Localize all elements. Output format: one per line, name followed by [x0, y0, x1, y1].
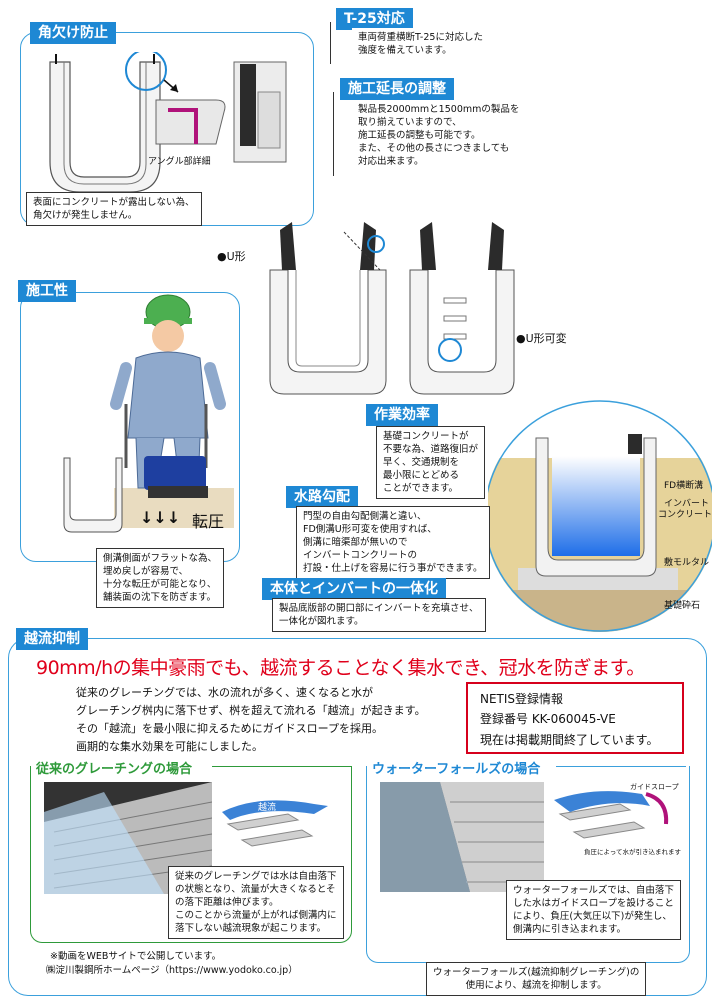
compaction-arrows: ↓↓↓ — [140, 508, 181, 527]
overflow-headline: 90mm/hの集中豪雨でも、越流することなく集水でき、冠水を防ぎます。 — [36, 657, 645, 679]
u-shape-label: ●U形 — [217, 250, 246, 263]
section-label-fd: FD横断溝 — [664, 481, 704, 491]
length-note: 製品長2000mmと1500mmの製品を 取り揃えていますので、 施工延長の調整… — [352, 100, 526, 171]
corner-note: 表面にコンクリートが露出しない為、 角欠けが発生しません。 — [26, 192, 202, 226]
conventional-heading: 従来のグレーチングの場合 — [36, 762, 193, 777]
conventional-heading-rule — [212, 766, 352, 767]
worker-illustration — [63, 294, 234, 533]
u-variable-label: ●U形可変 — [516, 332, 567, 345]
wf-heading: ウォーターフォールズの場合 — [372, 762, 541, 777]
workability-note: 側溝側面がフラットな為、 埋め戻しが容易で、 十分な転圧が可能となり、 舗装面の… — [96, 548, 225, 608]
wf-slope-label: ガイドスロープ — [630, 783, 679, 791]
length-tag: 施工延長の調整 — [340, 78, 454, 100]
compaction-label: 転圧 — [192, 512, 225, 531]
length-bracket — [333, 92, 335, 176]
wf-grating-photo — [380, 782, 544, 892]
integration-note: 製品底版部の開口部にインバートを充填させ、 一体化が図れます。 — [272, 598, 486, 632]
t25-note: 車両荷重横断T-25に対応した 強度を備えています。 — [352, 28, 489, 60]
corner-illustration — [49, 52, 287, 193]
section-label-gravel: 基礎砕石 — [664, 601, 701, 611]
netis-box: NETIS登録情報 登録番号 KK-060045-VE 現在は掲載期間終了してい… — [466, 682, 684, 754]
netis-title: NETIS登録情報 — [480, 692, 564, 706]
wf-pressure-label: 負圧によって水が引き込まれます — [584, 848, 681, 856]
overflow-body: 従来のグレーチングでは、水の流れが多く、速くなると水が グレーチング桝内に落下せ… — [76, 686, 426, 753]
overflow-tag: 越流抑制 — [16, 628, 88, 650]
gradient-note: 門型の自由勾配側溝と違い、 FD側溝U形可変を使用すれば、 側溝に暗渠部が無いの… — [296, 506, 490, 579]
corner-tag: 角欠け防止 — [30, 22, 116, 44]
section-label-concrete: コンクリート — [658, 510, 713, 520]
overflow-panel — [8, 638, 707, 996]
conventional-diagram-label: 越流 — [258, 803, 277, 813]
cross-section-illustration — [488, 400, 712, 632]
efficiency-tag: 作業効率 — [366, 404, 438, 426]
angle-detail-label: アングル部詳細 — [148, 157, 211, 167]
wf-note: ウォーターフォールズでは、自由落下 した水はガイドスロープを設けること により、… — [506, 880, 681, 940]
integration-tag: 本体とインバートの一体化 — [262, 578, 446, 600]
wf-heading-rule — [556, 766, 686, 767]
product-drawings — [269, 222, 515, 395]
conventional-note: 従来のグレーチングでは水は自由落下 の状態となり、流量が大きくなるとそ の落下距… — [168, 866, 344, 939]
efficiency-note: 基礎コンクリートが 不要な為、道路復旧が 早く、交通規制を 最小限にとどめる こ… — [376, 426, 486, 499]
conventional-frame — [30, 766, 352, 943]
conventional-diagram — [222, 800, 328, 847]
netis-number: 登録番号 KK-060045-VE — [480, 712, 616, 726]
video-note: ※動画をWEBサイトで公開しています。 — [50, 951, 222, 962]
t25-bracket — [330, 22, 332, 64]
gradient-tag: 水路勾配 — [286, 486, 358, 508]
netis-status: 現在は掲載期間終了しています。 — [480, 733, 659, 747]
section-label-mortar: 敷モルタル — [664, 558, 710, 568]
homepage-note: ㈱淀川製鋼所ホームページ（https://www.yodoko.co.jp） — [46, 965, 298, 976]
bottom-note: ウォーターフォールズ(越流抑制グレーチング)の 使用により、越流を抑制します。 — [426, 962, 647, 996]
t25-tag: T-25対応 — [336, 8, 413, 30]
workability-tag: 施工性 — [18, 280, 76, 302]
section-label-invert: インバート — [664, 499, 710, 509]
wf-diagram — [554, 791, 669, 839]
